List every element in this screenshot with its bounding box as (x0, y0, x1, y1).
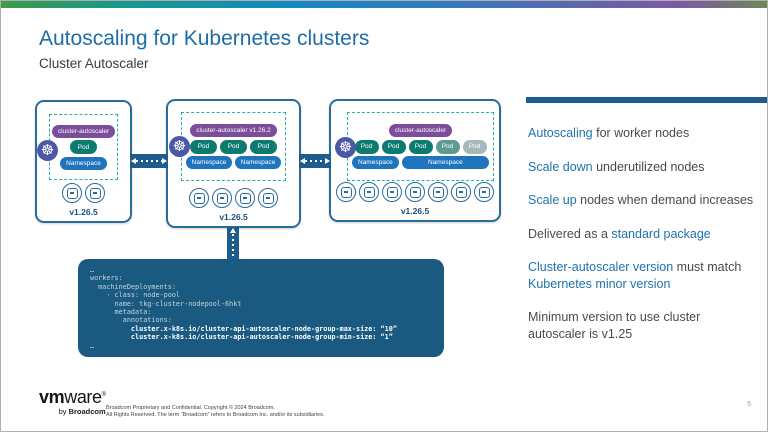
double-arrow-connector-icon (130, 154, 168, 168)
code-line: workers: (90, 274, 123, 283)
page-number: 5 (747, 401, 751, 408)
namespace-pill: Namespace (235, 156, 281, 169)
worker-node-icon (405, 182, 425, 202)
cluster-autoscaler-pill: cluster-autoscaler v1.26.2 (190, 124, 277, 137)
pod-pill: Pod (408, 139, 433, 154)
code-line: … (90, 266, 95, 274)
worker-node-icon (235, 188, 255, 208)
worker-node-icon (258, 188, 278, 208)
pod-pill: Pod (70, 140, 97, 154)
code-line: annotations: (90, 316, 172, 325)
cluster-version-label: v1.26.5 (400, 206, 430, 216)
byline-by: by (58, 407, 69, 416)
worker-node-icon (85, 183, 105, 203)
pod-pill: Pod (220, 139, 247, 154)
legal-disclaimer: Broadcom Proprietary and Confidential. C… (106, 405, 324, 419)
node-row (331, 182, 499, 202)
vmware-logo: vmware® by Broadcom (39, 387, 106, 416)
up-arrow-connector-icon (227, 227, 239, 260)
worker-node-icon (336, 182, 356, 202)
pod-pill: Pod (354, 139, 379, 154)
worker-node-icon (428, 182, 448, 202)
registered-mark: ® (101, 392, 106, 398)
worker-node-icon (382, 182, 402, 202)
namespace-pill: Namespace (352, 156, 399, 169)
code-line: cluster.x-k8s.io/cluster-api-autoscaler-… (90, 333, 393, 342)
logo-ware-text: ware (64, 387, 102, 407)
key-point: Autoscaling for worker nodes (528, 126, 690, 140)
namespace-pill: Namespace (60, 156, 107, 170)
namespace-pill: Namespace (186, 156, 232, 169)
code-line: machineDeployments: (90, 282, 176, 291)
key-point: Cluster-autoscaler version must match Ku… (528, 260, 742, 291)
panel-accent-bar (526, 97, 767, 103)
cluster-version-label: v1.26.5 (219, 212, 248, 222)
disclaimer-line-1: Broadcom Proprietary and Confidential. C… (106, 405, 275, 411)
worker-node-icon (359, 182, 379, 202)
node-row (168, 188, 299, 208)
disclaimer-line-2: All Rights Reserved. The term “Broadcom”… (106, 412, 325, 418)
code-line: cluster.x-k8s.io/cluster-api-autoscaler-… (90, 324, 397, 333)
namespace-pill: Namespace (401, 156, 489, 169)
pod-pill: Pod (462, 139, 487, 154)
kubernetes-icon: ☸ (37, 140, 58, 161)
pod-pill: Pod (190, 139, 217, 154)
logo-vm-text: vm (39, 387, 65, 407)
kubernetes-icon: ☸ (335, 137, 356, 158)
worker-node-icon (212, 188, 232, 208)
key-point: Delivered as a standard package (528, 226, 711, 241)
cluster-autoscaler-pill: cluster-autoscaler (388, 124, 453, 137)
code-line: … (90, 341, 95, 350)
worker-node-icon (189, 188, 209, 208)
key-point: Minimum version to use cluster autoscale… (528, 310, 701, 341)
key-point: Scale up nodes when demand increases (528, 193, 754, 207)
kubernetes-icon: ☸ (169, 136, 190, 157)
cluster-autoscaler-pill: cluster-autoscaler (51, 124, 116, 138)
code-line: metadata: (90, 308, 152, 317)
worker-node-icon (474, 182, 494, 202)
worker-node-icon (451, 182, 471, 202)
pod-pill: Pod (250, 139, 277, 154)
cluster-version-label: v1.26.5 (69, 207, 98, 217)
node-row (37, 183, 130, 203)
page-title: Autoscaling for Kubernetes clusters (39, 27, 370, 50)
code-line: name: tkg-cluster-nodepool-6hkt (90, 299, 242, 308)
key-point: Scale down underutilized nodes (528, 159, 705, 174)
brand-gradient-bar (1, 1, 767, 8)
worker-node-icon (62, 183, 82, 203)
page-subtitle: Cluster Autoscaler (39, 56, 149, 71)
byline-brand: Broadcom (68, 407, 106, 416)
pod-pill: Pod (435, 139, 460, 154)
double-arrow-connector-icon (299, 154, 331, 168)
yaml-code-block: …workers: machineDeployments: - class: n… (78, 259, 444, 357)
code-line: - class: node-pool (90, 291, 181, 300)
pod-pill: Pod (381, 139, 406, 154)
